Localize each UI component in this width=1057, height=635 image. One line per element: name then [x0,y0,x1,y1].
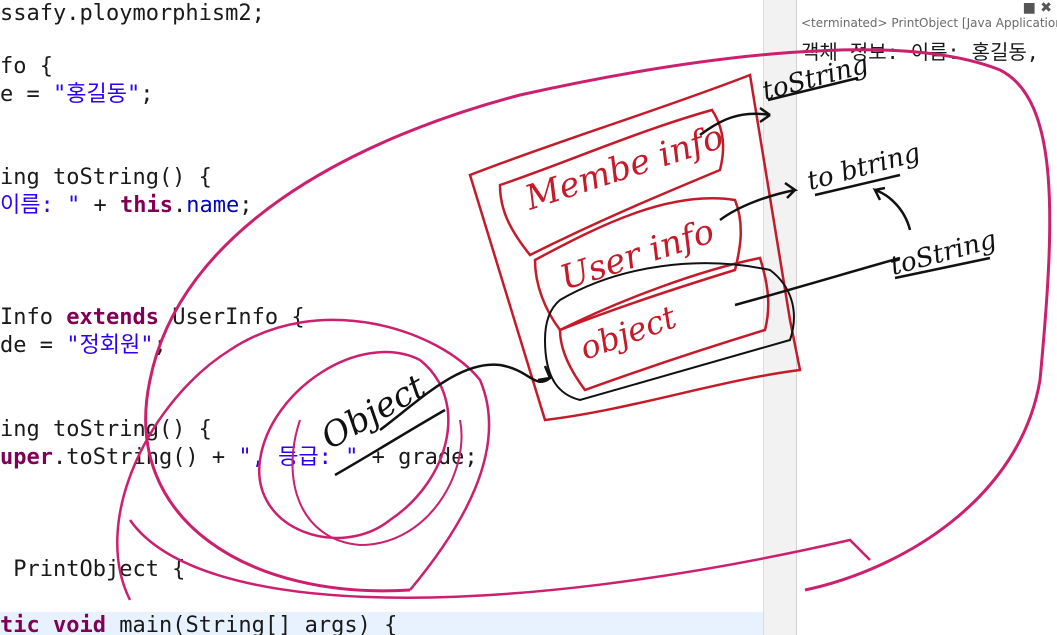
code-token: de = [0,333,67,358]
console-output: 객체 정보: 이름: 홍길동, [801,40,1039,64]
code-token: + [80,193,120,218]
code-line: de = "정회원"; [0,332,167,360]
code-token: ing toString() { [0,417,212,442]
code-token: 이름: " [0,193,81,218]
code-line: Info extends UserInfo { [0,304,305,332]
code-token: UserInfo { [158,305,305,330]
code-line: e = "홍길동"; [0,81,153,109]
code-line: ing toString() { [0,164,212,192]
code-token: ; [153,333,167,358]
code-token: ing toString() { [0,165,212,190]
code-token: "홍길동" [52,82,141,107]
code-token: .toString() + [52,445,239,470]
code-token: ; [140,82,154,107]
code-token: uper [0,445,53,470]
current-line-highlight [0,612,763,635]
code-token: fo { [0,54,53,79]
code-token: Info [0,305,67,330]
code-token: PrintObject { [0,557,186,582]
code-token: name [186,193,240,218]
console-window-buttons: ■ ✖ [1023,0,1052,16]
code-line: ing toString() { [0,416,212,444]
console-panel[interactable]: ■ ✖ <terminated> PrintObject [Java Appli… [796,0,1057,635]
code-token: tic void [0,613,106,635]
close-icon[interactable]: ✖ [1040,0,1052,16]
code-token: e = [0,82,53,107]
code-token: ", 등급: " [238,445,359,470]
code-token: "정회원" [66,333,154,358]
code-token: . [172,193,187,218]
code-token: + grade; [358,445,478,470]
code-token: extends [66,305,159,330]
code-token: this [119,193,173,218]
code-line: uper.toString() + ", 등급: " + grade; [0,444,478,472]
code-editor[interactable]: ssafy.ploymorphism2;fo {e = "홍길동";ing to… [0,0,763,635]
console-header: <terminated> PrintObject [Java Applicati… [801,16,1057,30]
code-token: ; [239,193,253,218]
code-token: main(String[] args) { [105,613,398,635]
code-line: ssafy.ploymorphism2; [0,0,265,28]
minimize-icon[interactable]: ■ [1022,0,1036,16]
code-line: fo { [0,53,53,81]
editor-scrollbar[interactable] [763,0,797,635]
code-line: 이름: " + this.name; [0,192,252,220]
code-line: tic void main(String[] args) { [0,612,397,635]
code-token: ssafy.ploymorphism2; [0,1,265,26]
code-line: PrintObject { [0,556,185,584]
